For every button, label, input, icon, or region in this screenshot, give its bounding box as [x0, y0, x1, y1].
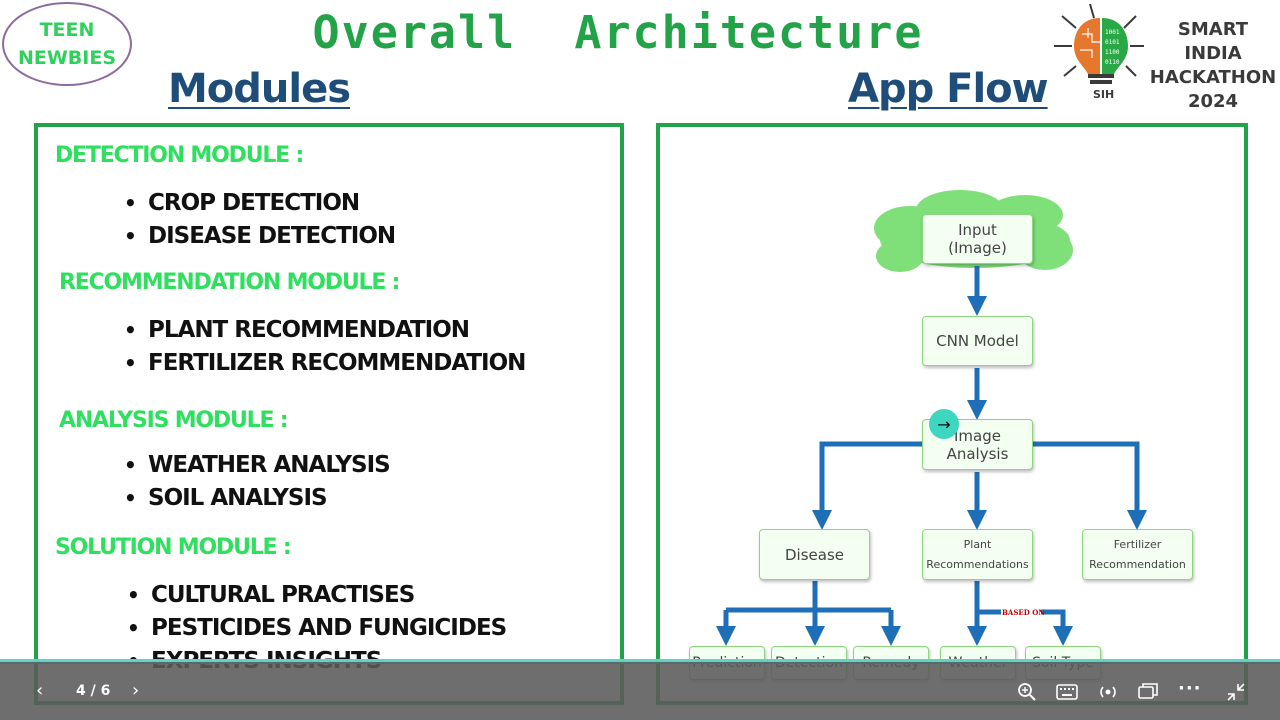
team-badge: TEEN NEWBIES [2, 2, 132, 86]
list-item: FERTILIZER RECOMMENDATION [124, 347, 526, 380]
flow-node-analysis-label: Image Analysis [946, 426, 1009, 463]
zoom-in-icon[interactable] [1017, 682, 1037, 702]
list-item: DISEASE DETECTION [124, 220, 396, 253]
more-options-icon[interactable]: ··· [1178, 678, 1202, 699]
sih-line2: HACKATHON [1149, 67, 1277, 88]
module-list-analysis: WEATHER ANALYSIS SOIL ANALYSIS [124, 449, 391, 515]
based-on-label: BASED ON [1002, 608, 1045, 617]
previous-slide-button[interactable]: ‹ [36, 680, 44, 701]
list-item: PLANT RECOMMENDATION [124, 314, 525, 347]
module-title-detection: DETECTION MODULE : [55, 143, 304, 168]
flow-node-input-label: Input (Image) [948, 221, 1007, 257]
flow-node-disease-label: Disease [785, 545, 844, 564]
list-item: CULTURAL PRACTISES [127, 579, 506, 612]
next-slide-button[interactable]: › [132, 680, 140, 701]
flow-node-cnn: CNN Model [922, 316, 1033, 366]
keyboard-icon[interactable] [1056, 684, 1078, 700]
list-item: WEATHER ANALYSIS [124, 449, 391, 482]
flow-node-plant-label: Plant Recommendations [926, 537, 1029, 571]
flow-node-plant: Plant Recommendations [922, 529, 1033, 580]
list-item: PESTICIDES AND FUNGICIDES [127, 612, 507, 645]
flow-node-fertilizer: Fertilizer Recommendation [1082, 529, 1193, 580]
list-item: CROP DETECTION [124, 187, 395, 220]
flow-node-disease: Disease [759, 529, 870, 580]
flow-node-input: Input (Image) [922, 214, 1033, 264]
slide-progress-bar [0, 659, 1280, 664]
team-badge-line2: NEWBIES [17, 47, 117, 69]
screen-share-icon[interactable] [1137, 682, 1159, 702]
list-item: SOIL ANALYSIS [124, 482, 390, 515]
arrow-analysis-fertilizer [1033, 441, 1147, 530]
sih-wordmark: SMART INDIA HACKATHON 2024 [1148, 18, 1278, 114]
modules-heading: Modules [168, 66, 351, 112]
sih-line1: SMART INDIA [1177, 19, 1249, 64]
svg-text:0101: 0101 [1105, 39, 1120, 46]
page-indicator: 4 / 6 [76, 683, 111, 699]
module-list-detection: CROP DETECTION DISEASE DETECTION [124, 187, 396, 253]
sih-bulb-logo-icon: 1001 0101 1100 0110 SIH [1054, 4, 1144, 101]
module-title-recommendation: RECOMMENDATION MODULE : [59, 270, 400, 295]
module-title-analysis: ANALYSIS MODULE : [59, 408, 289, 433]
module-title-solution: SOLUTION MODULE : [55, 535, 292, 560]
svg-text:1001: 1001 [1105, 29, 1120, 36]
svg-text:1100: 1100 [1105, 49, 1120, 56]
broadcast-icon[interactable] [1097, 682, 1119, 702]
svg-text:0110: 0110 [1105, 59, 1120, 66]
exit-fullscreen-icon[interactable] [1226, 682, 1246, 702]
sih-line3: 2024 [1187, 91, 1239, 112]
app-flow-heading: App Flow [848, 66, 1049, 112]
module-list-recommendation: PLANT RECOMMENDATION FERTILIZER RECOMMEN… [124, 314, 526, 380]
cursor-arrow-icon: → [929, 409, 959, 439]
flow-node-fertilizer-label: Fertilizer Recommendation [1089, 537, 1186, 571]
arrow-analysis-disease [812, 441, 922, 530]
flow-node-analysis: Image Analysis [922, 419, 1033, 470]
flow-node-cnn-label: CNN Model [936, 332, 1019, 350]
sih-logo-text: SIH [1093, 88, 1114, 101]
team-badge-line1: TEEN [39, 19, 95, 41]
presentation-toolbar: ‹ 4 / 6 › ··· [0, 662, 1280, 720]
slide-title: Overall Architecture [312, 6, 924, 59]
